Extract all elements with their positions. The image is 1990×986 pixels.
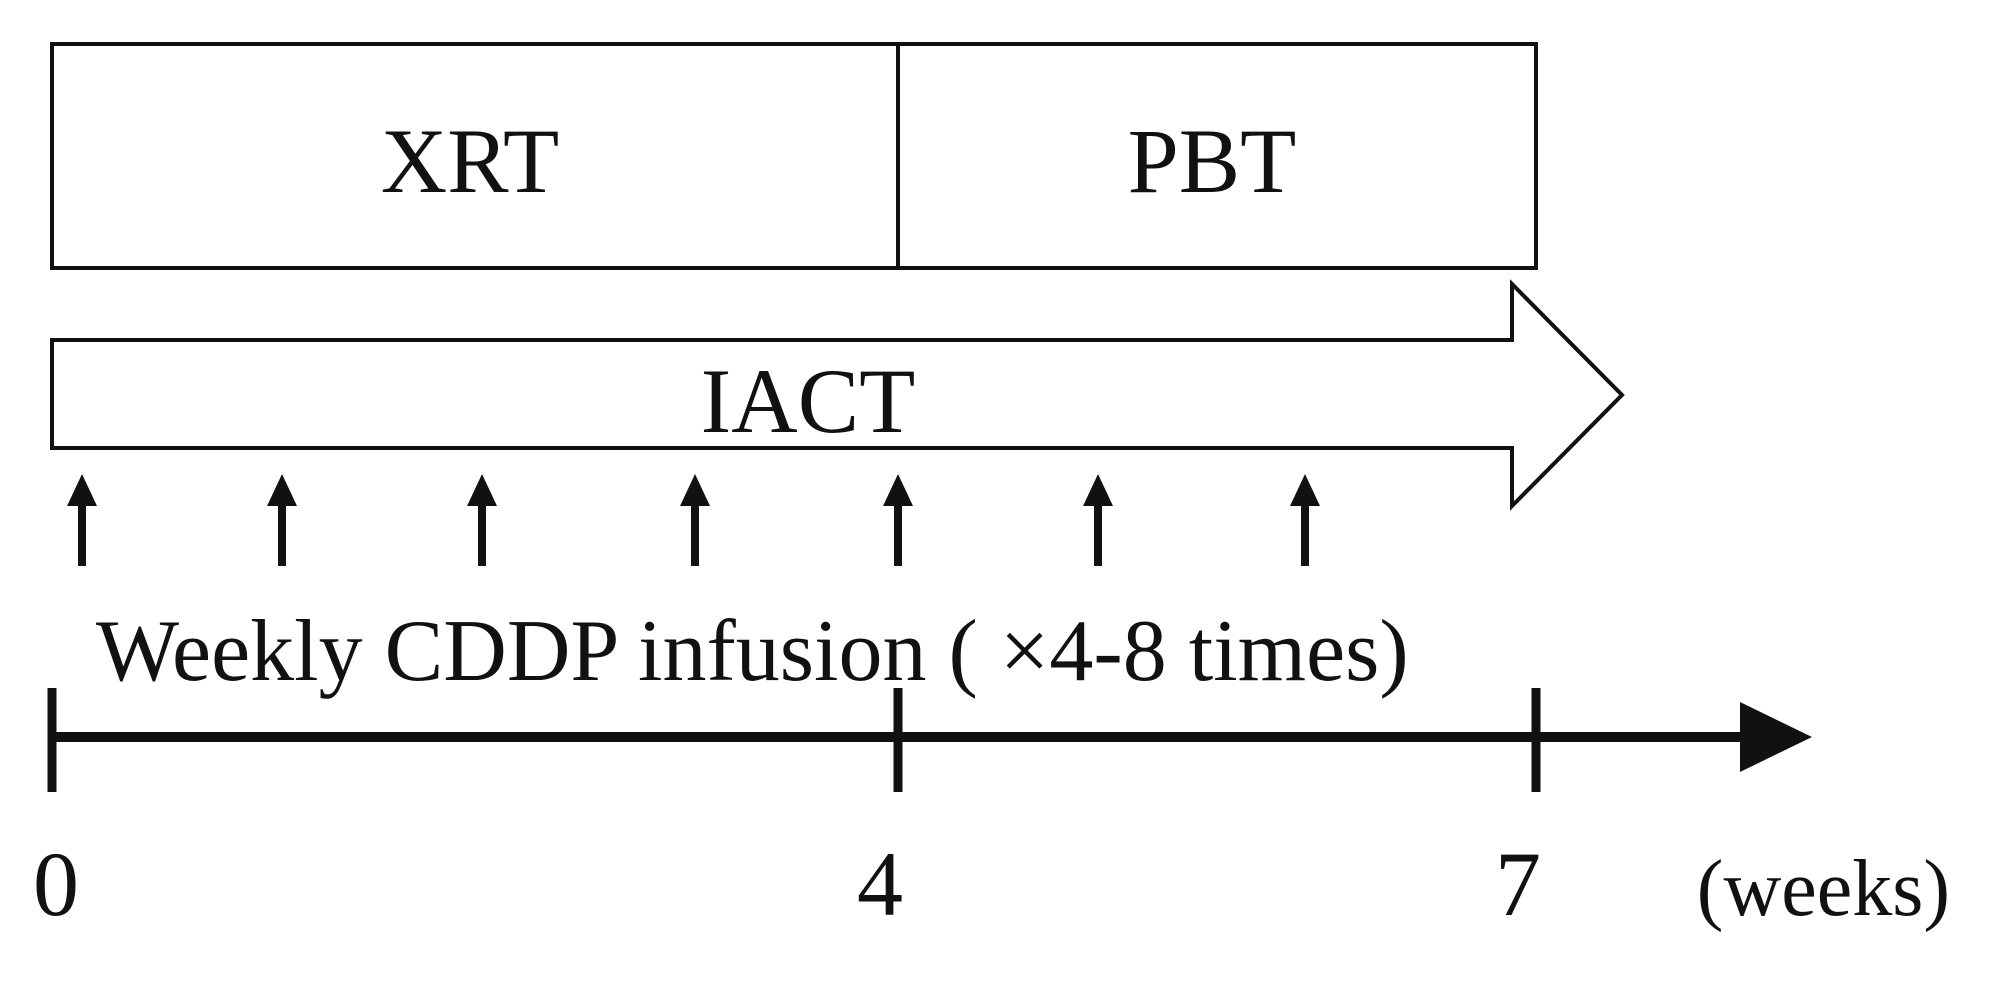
axis-arrowhead <box>1740 702 1812 772</box>
axis-tick-label-0: 0 <box>33 833 79 935</box>
infusion-arrow <box>67 474 97 566</box>
infusion-arrow <box>1083 474 1113 566</box>
iact-arrow-shape <box>50 279 1625 511</box>
infusion-arrow <box>467 474 497 566</box>
phase-box-xrt <box>50 42 900 270</box>
phase-label-xrt: XRT <box>381 110 559 212</box>
iact-label: IACT <box>701 350 916 452</box>
infusion-arrow <box>680 474 710 566</box>
axis-tick-label-4: 4 <box>857 833 903 935</box>
axis-tick-label-7: 7 <box>1495 833 1541 935</box>
phase-label-pbt: PBT <box>1128 110 1297 212</box>
phase-boxes: XRT PBT <box>50 42 1538 270</box>
infusion-arrow <box>883 474 913 566</box>
infusion-label: Weekly CDDP infusion ( ×4-8 times) <box>96 603 1409 700</box>
iact-arrow: IACT <box>50 279 1625 511</box>
phase-box-pbt <box>896 42 1538 270</box>
infusion-arrow <box>267 474 297 566</box>
infusion-arrow <box>1290 474 1320 566</box>
timeline-axis: 0 4 7 (weeks) <box>33 688 1950 935</box>
infusion-arrows <box>67 474 1320 566</box>
axis-unit-label: (weeks) <box>1697 845 1950 933</box>
